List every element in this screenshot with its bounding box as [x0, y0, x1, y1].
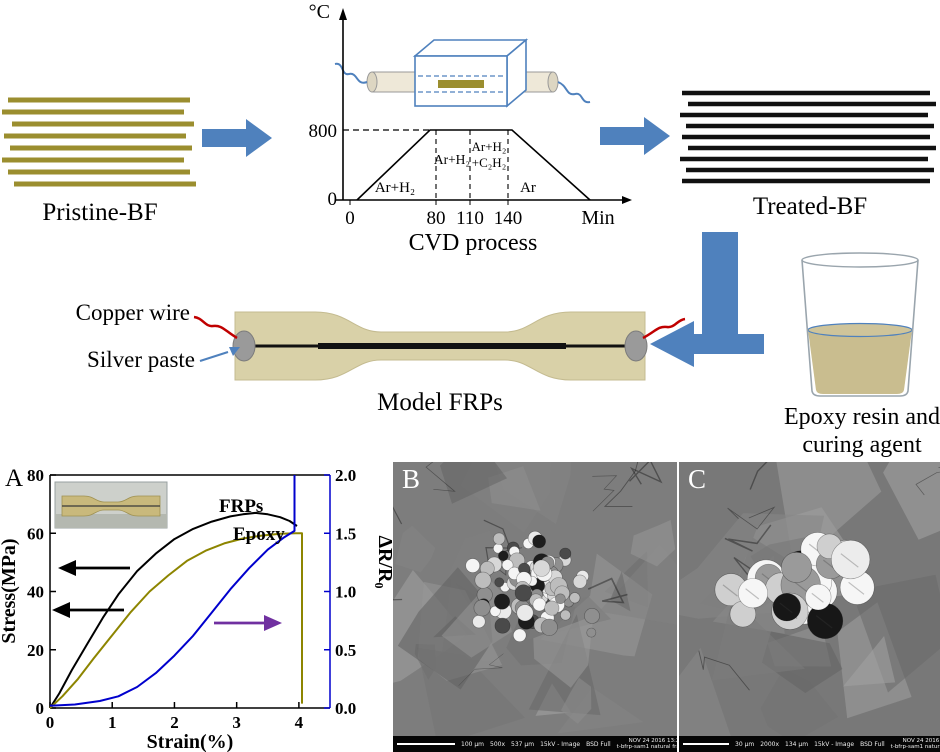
series-label-epoxy: Epoxy: [233, 524, 285, 545]
sem-c-datetime: NOV 24 2016 13:25: [902, 737, 940, 744]
sem-c-detector: BSD Full: [860, 740, 885, 748]
cvd-x-0: 0: [345, 208, 355, 229]
sem-b-scalebar: [397, 743, 455, 745]
silver-paste-left: [232, 330, 256, 362]
panel-a-label: A: [5, 465, 23, 492]
sem-b-sample: t-bfrp-sam1 natural frac: [616, 744, 677, 750]
sem-c-scale-label: 30 μm: [735, 740, 755, 748]
sem-c-scalebar: [683, 743, 729, 745]
frp-specimen: [193, 311, 686, 381]
cvd-y-800: 800: [309, 121, 338, 142]
svg-text:0.0: 0.0: [335, 699, 356, 718]
series--R-R-: [49, 475, 296, 707]
tube-furnace-icon: [334, 38, 591, 108]
inset-specimen-photo: [54, 481, 168, 529]
sem-b-scale-label: 100 μm: [461, 740, 485, 748]
svg-text:2: 2: [170, 713, 179, 732]
cvd-y-0: 0: [328, 189, 338, 210]
copper-wire-label: Copper wire: [76, 300, 190, 325]
sem-b-fov: 537 μm: [511, 740, 535, 748]
series-label-frps: FRPs: [219, 496, 263, 517]
svg-text:1.0: 1.0: [335, 583, 356, 602]
svg-text:60: 60: [27, 524, 44, 543]
cvd-gas3b: +C₂H₂: [472, 155, 506, 170]
cvd-gas1: Ar+H₂: [375, 180, 415, 196]
epoxy-label-line1: Epoxy resin and: [784, 404, 940, 430]
cvd-profile-plot: °C 800 0 0 80 110 140 Min Ar+H₂ Ar+H₂ Ar…: [309, 1, 632, 256]
cvd-gas2: Ar+H₂: [434, 152, 470, 167]
svg-text:20: 20: [27, 641, 44, 660]
sem-b-meta: NOV 24 2016 13:21 t-bfrp-sam1 natural fr…: [617, 738, 677, 751]
series-Epoxy: [49, 532, 303, 709]
sem-image-b: B 100 μm 500x 537 μm 15kV - Image BSD Fu…: [393, 462, 677, 752]
svg-text:0: 0: [46, 713, 55, 732]
arrow-left-icon: [650, 321, 764, 367]
arrow-right-1-icon: [202, 119, 272, 157]
svg-text:1.5: 1.5: [335, 524, 356, 543]
sem-b-datetime: NOV 24 2016 13:21: [628, 737, 677, 744]
cvd-caption: CVD process: [409, 230, 538, 256]
sem-c-sample: t-bfrp-sam1 natural frac: [890, 744, 940, 750]
x-axis-title: Strain(%): [147, 731, 234, 752]
y-axis-right-title: ΔR/R₀: [374, 536, 392, 589]
panel-b-label: B: [402, 464, 421, 494]
y-axis-left-title: Stress(MPa): [0, 538, 20, 643]
stress-strain-chart: 0 20 40 60 80 0.0 0.5 1.0 1.5 2.0 0 1 2 3 4 A Strain(%…: [0, 460, 392, 752]
cvd-x-110: 110: [456, 208, 484, 229]
svg-text:2.0: 2.0: [335, 466, 356, 485]
copper-wire-right: [642, 317, 686, 340]
sem-b-infobar: 100 μm 500x 537 μm 15kV - Image BSD Full…: [393, 736, 677, 752]
arrow-right-2-icon: [600, 117, 670, 155]
sem-c-meta: NOV 24 2016 13:25 t-bfrp-sam1 natural fr…: [891, 738, 940, 751]
svg-text:0.5: 0.5: [335, 641, 356, 660]
sem-c-fov: 134 μm: [785, 740, 809, 748]
svg-text:3: 3: [232, 713, 241, 732]
sem-b-detector: BSD Full: [586, 740, 611, 748]
beaker-icon: [801, 252, 919, 397]
epoxy-label-line2: curing agent: [802, 432, 922, 458]
svg-text:80: 80: [27, 466, 44, 485]
cvd-x-140: 140: [494, 208, 523, 229]
cvd-x-unit: Min: [581, 207, 614, 229]
copper-wire-left: [193, 315, 238, 340]
arrow-down-icon: [702, 232, 738, 336]
sem-b-beam: 15kV - Image: [540, 740, 581, 748]
silver-paste-right: [624, 330, 648, 362]
left-axis-arrow-icons: [52, 560, 130, 618]
pristine-fiber-bundle: [2, 97, 196, 187]
model-frps-label: Model FRPs: [377, 389, 503, 416]
svg-text:40: 40: [27, 583, 44, 602]
fiber-sample-in-furnace: [438, 80, 484, 88]
sem-micrograph-b: [393, 462, 677, 752]
cvd-gas4: Ar: [520, 180, 536, 196]
sem-c-mag: 2000x: [760, 740, 780, 748]
right-axis-arrow-icon: [214, 615, 282, 631]
treated-bf-label: Treated-BF: [753, 193, 867, 220]
svg-text:4: 4: [295, 713, 304, 732]
cvd-y-unit: °C: [309, 1, 330, 23]
sem-b-mag: 500x: [490, 740, 506, 748]
svg-text:0: 0: [36, 699, 45, 718]
silver-paste-pointer-head: [229, 347, 240, 356]
sem-c-beam: 15kV - Image: [814, 740, 855, 748]
process-schematic: Pristine-BF: [2, 1, 940, 458]
silver-paste-label: Silver paste: [87, 347, 195, 372]
cvd-gas3a: Ar+H₂: [472, 139, 507, 154]
series-FRPs: [49, 511, 298, 709]
silver-paste-pointer: [199, 351, 229, 362]
sem-image-c: C 30 μm 2000x 134 μm 15kV - Image BSD Fu…: [679, 462, 940, 752]
cvd-x-80: 80: [427, 208, 446, 229]
treated-fiber-bundle: [680, 90, 936, 184]
pristine-bf-label: Pristine-BF: [42, 199, 157, 226]
sem-micrograph-c: [679, 462, 940, 752]
sem-c-infobar: 30 μm 2000x 134 μm 15kV - Image BSD Full…: [679, 736, 940, 752]
svg-text:1: 1: [108, 713, 117, 732]
panel-c-label: C: [688, 464, 707, 494]
